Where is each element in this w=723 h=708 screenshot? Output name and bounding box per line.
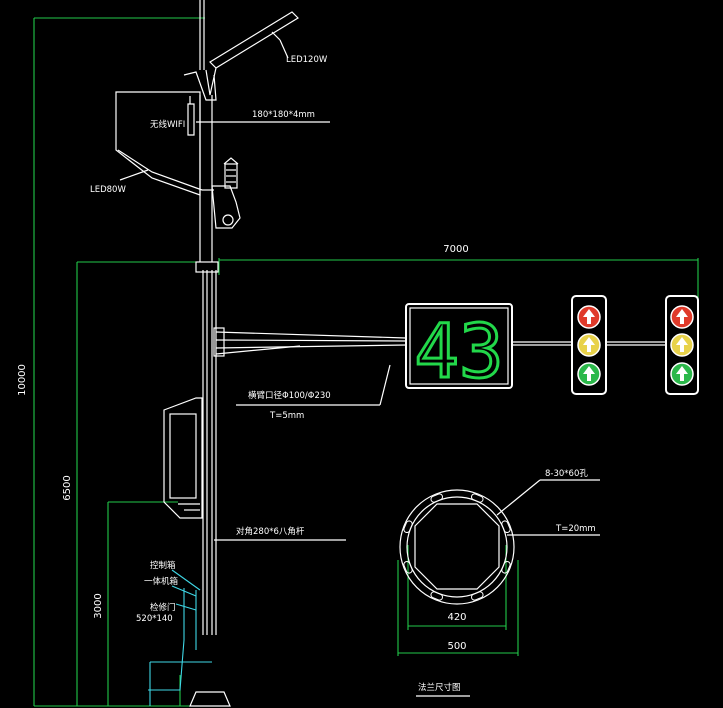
label-arm-thickness: T=5mm [269, 411, 304, 421]
dim-flange-inner: 420 [447, 612, 466, 623]
cabinet [163, 397, 346, 541]
flange-hole [430, 591, 443, 601]
flange-hole [501, 520, 511, 533]
label-arm-spec: 横臂口径Φ100/Φ230 [248, 390, 331, 401]
flange-hole [471, 591, 484, 601]
camera-icon [211, 157, 241, 229]
pole [189, 0, 231, 707]
flange-hole [403, 520, 413, 533]
base-equipment [148, 569, 212, 706]
flange-hole [501, 561, 511, 574]
label-led-top: LED120W [286, 55, 328, 65]
label-flange-title: 法兰尺寸图 [418, 682, 461, 693]
flange-hole [430, 493, 443, 503]
dim-total-height: 10000 [17, 364, 28, 396]
label-wifi: 无线WIFI [150, 119, 185, 130]
label-pole-spec: 180*180*4mm [252, 110, 315, 120]
countdown-value: 43 [414, 309, 503, 395]
dimension-lines [33, 17, 699, 707]
flange-diagram [399, 479, 600, 605]
label-flange-holes: 8-30*60孔 [545, 469, 588, 479]
dim-cabinet-height: 3000 [93, 593, 104, 618]
label-cabinet-1: 控制箱 [150, 560, 176, 571]
led-side-fixture [115, 91, 330, 196]
dim-flange-outer: 500 [447, 641, 466, 652]
label-cabinet-3: 检修门 [150, 602, 176, 613]
label-flange-thickness: T=20mm [555, 524, 596, 534]
label-cabinet-2: 一体机箱 [144, 576, 179, 587]
label-led-side: LED80W [90, 185, 126, 195]
dim-arm-length: 7000 [443, 244, 468, 255]
flange-holes [403, 493, 511, 601]
label-pole-octagon: 对角280*6八角杆 [236, 526, 305, 537]
signal-head-1 [571, 295, 607, 395]
countdown-display [405, 303, 513, 389]
signal-head-2 [665, 295, 699, 395]
dim-arm-height: 6500 [62, 475, 73, 500]
led-top-fixture [183, 11, 299, 101]
cross-arm [213, 327, 666, 406]
flange-hole [403, 561, 413, 574]
flange-hole [471, 493, 484, 503]
label-cabinet-size: 520*140 [136, 614, 173, 624]
